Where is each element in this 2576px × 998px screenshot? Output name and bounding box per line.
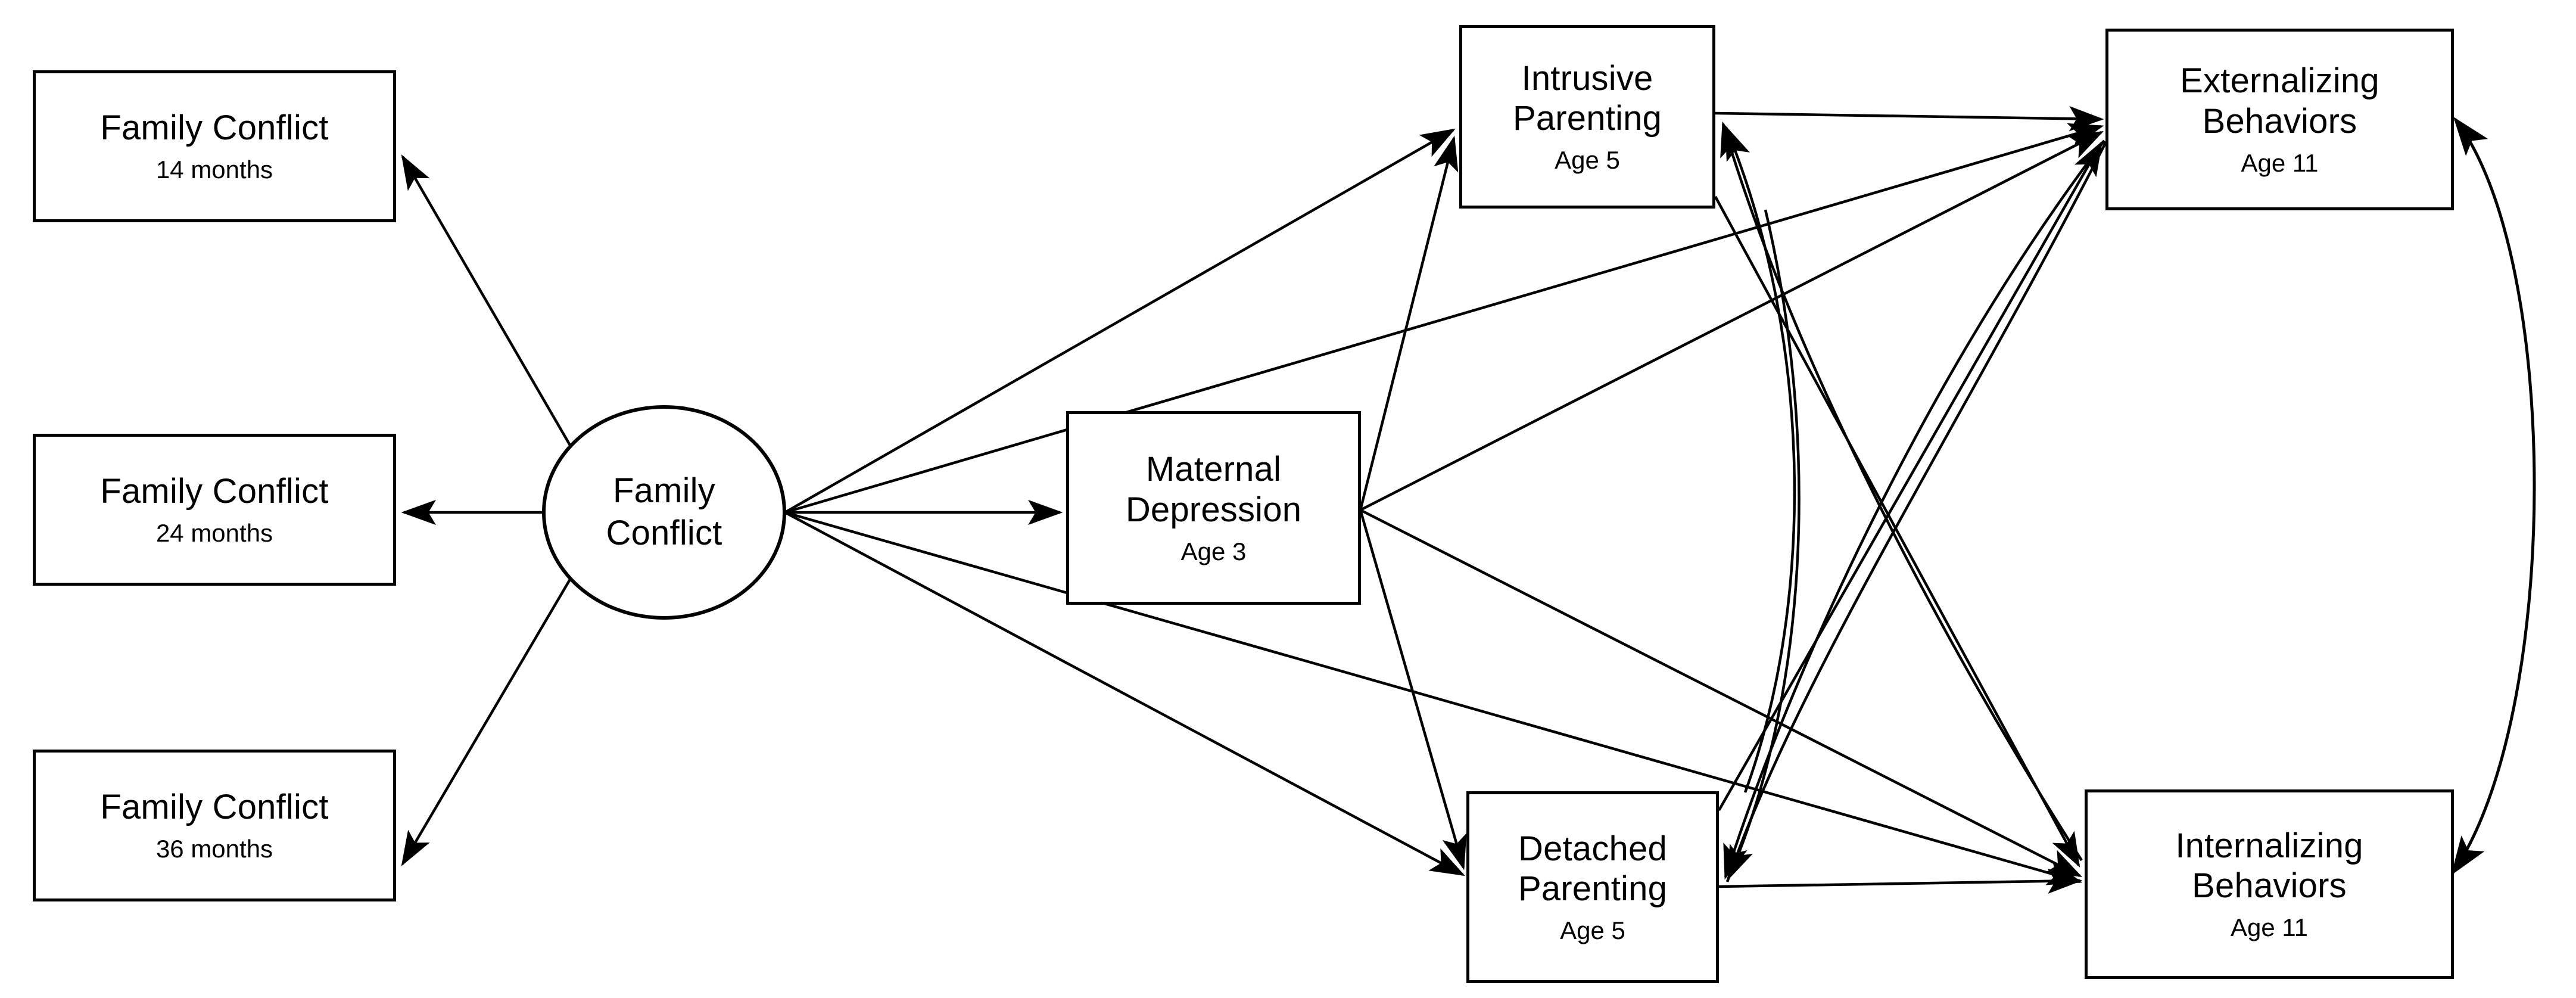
node-label: Externalizing Behaviors [2180, 61, 2379, 141]
edge-internalizing-to-intrusive-curve [1720, 121, 2083, 862]
edge-mdep-to-detached [1359, 509, 1467, 870]
node-sublabel: 36 months [155, 835, 273, 863]
edge-mdep-to-internalizing [1359, 508, 2083, 878]
edge-mdep-to-externalizing [1359, 130, 2104, 512]
node-label: Family Conflict [100, 788, 329, 827]
node-sublabel: 24 months [155, 519, 273, 548]
node-label: Maternal Depression [1125, 450, 1302, 529]
node-externalizing-behaviors[interactable]: Externalizing Behaviors Age 11 [2105, 29, 2454, 210]
node-internalizing-behaviors[interactable]: Internalizing Behaviors Age 11 [2085, 789, 2454, 979]
node-family-conflict-24-months[interactable]: Family Conflict 24 months [33, 434, 396, 586]
node-label: Family Conflict [100, 108, 329, 148]
edge-externalizing-to-intrusive [1725, 141, 2108, 882]
node-family-conflict-14-months[interactable]: Family Conflict 14 months [33, 70, 396, 222]
edge-intrusive-vert-to-detached [1727, 209, 1801, 881]
edge-detached-to-internalizing [1718, 868, 2083, 894]
edge-latent-to-detached [784, 511, 1465, 876]
node-family-conflict-36-months[interactable]: Family Conflict 36 months [33, 750, 396, 901]
edge-latent-to-internalizing [784, 511, 2083, 885]
edge-latent-to-intrusive [784, 128, 1456, 514]
node-label: Detached Parenting [1518, 829, 1668, 909]
node-label: Intrusive Parenting [1512, 58, 1662, 138]
node-sublabel: Age 5 [1555, 146, 1620, 175]
node-label: Family Conflict [606, 471, 722, 552]
node-label: Internalizing Behaviors [2175, 826, 2363, 906]
edge-latent-to-fc36 [401, 563, 580, 866]
node-family-conflict-latent[interactable]: Family Conflict [542, 405, 786, 620]
node-sublabel: Age 3 [1180, 537, 1247, 565]
node-sublabel: Age 11 [2231, 913, 2308, 942]
edge-detached-vert-to-intrusive [1724, 125, 1796, 793]
edge-latent-to-externalizing [784, 123, 2104, 514]
node-maternal-depression[interactable]: Maternal Depression Age 3 [1066, 411, 1361, 605]
edge-detached-to-externalizing [1718, 141, 2103, 812]
edge-externalizing-internalizing-correlation [2451, 117, 2536, 876]
edge-intrusive-to-externalizing [1715, 106, 2104, 132]
node-sublabel: Age 5 [1560, 916, 1625, 945]
edge-externalizing-to-detached-curve [1723, 139, 2105, 880]
node-sublabel: Age 11 [2241, 148, 2319, 177]
node-detached-parenting[interactable]: Detached Parenting Age 5 [1466, 791, 1719, 983]
node-sublabel: 14 months [155, 156, 273, 184]
node-label: Family Conflict [100, 472, 329, 511]
edge-intrusive-to-internalizing [1714, 195, 2080, 868]
edge-mdep-to-intrusive [1359, 135, 1459, 511]
node-intrusive-parenting[interactable]: Intrusive Parenting Age 5 [1459, 25, 1715, 209]
edge-latent-to-fc14 [401, 154, 580, 462]
